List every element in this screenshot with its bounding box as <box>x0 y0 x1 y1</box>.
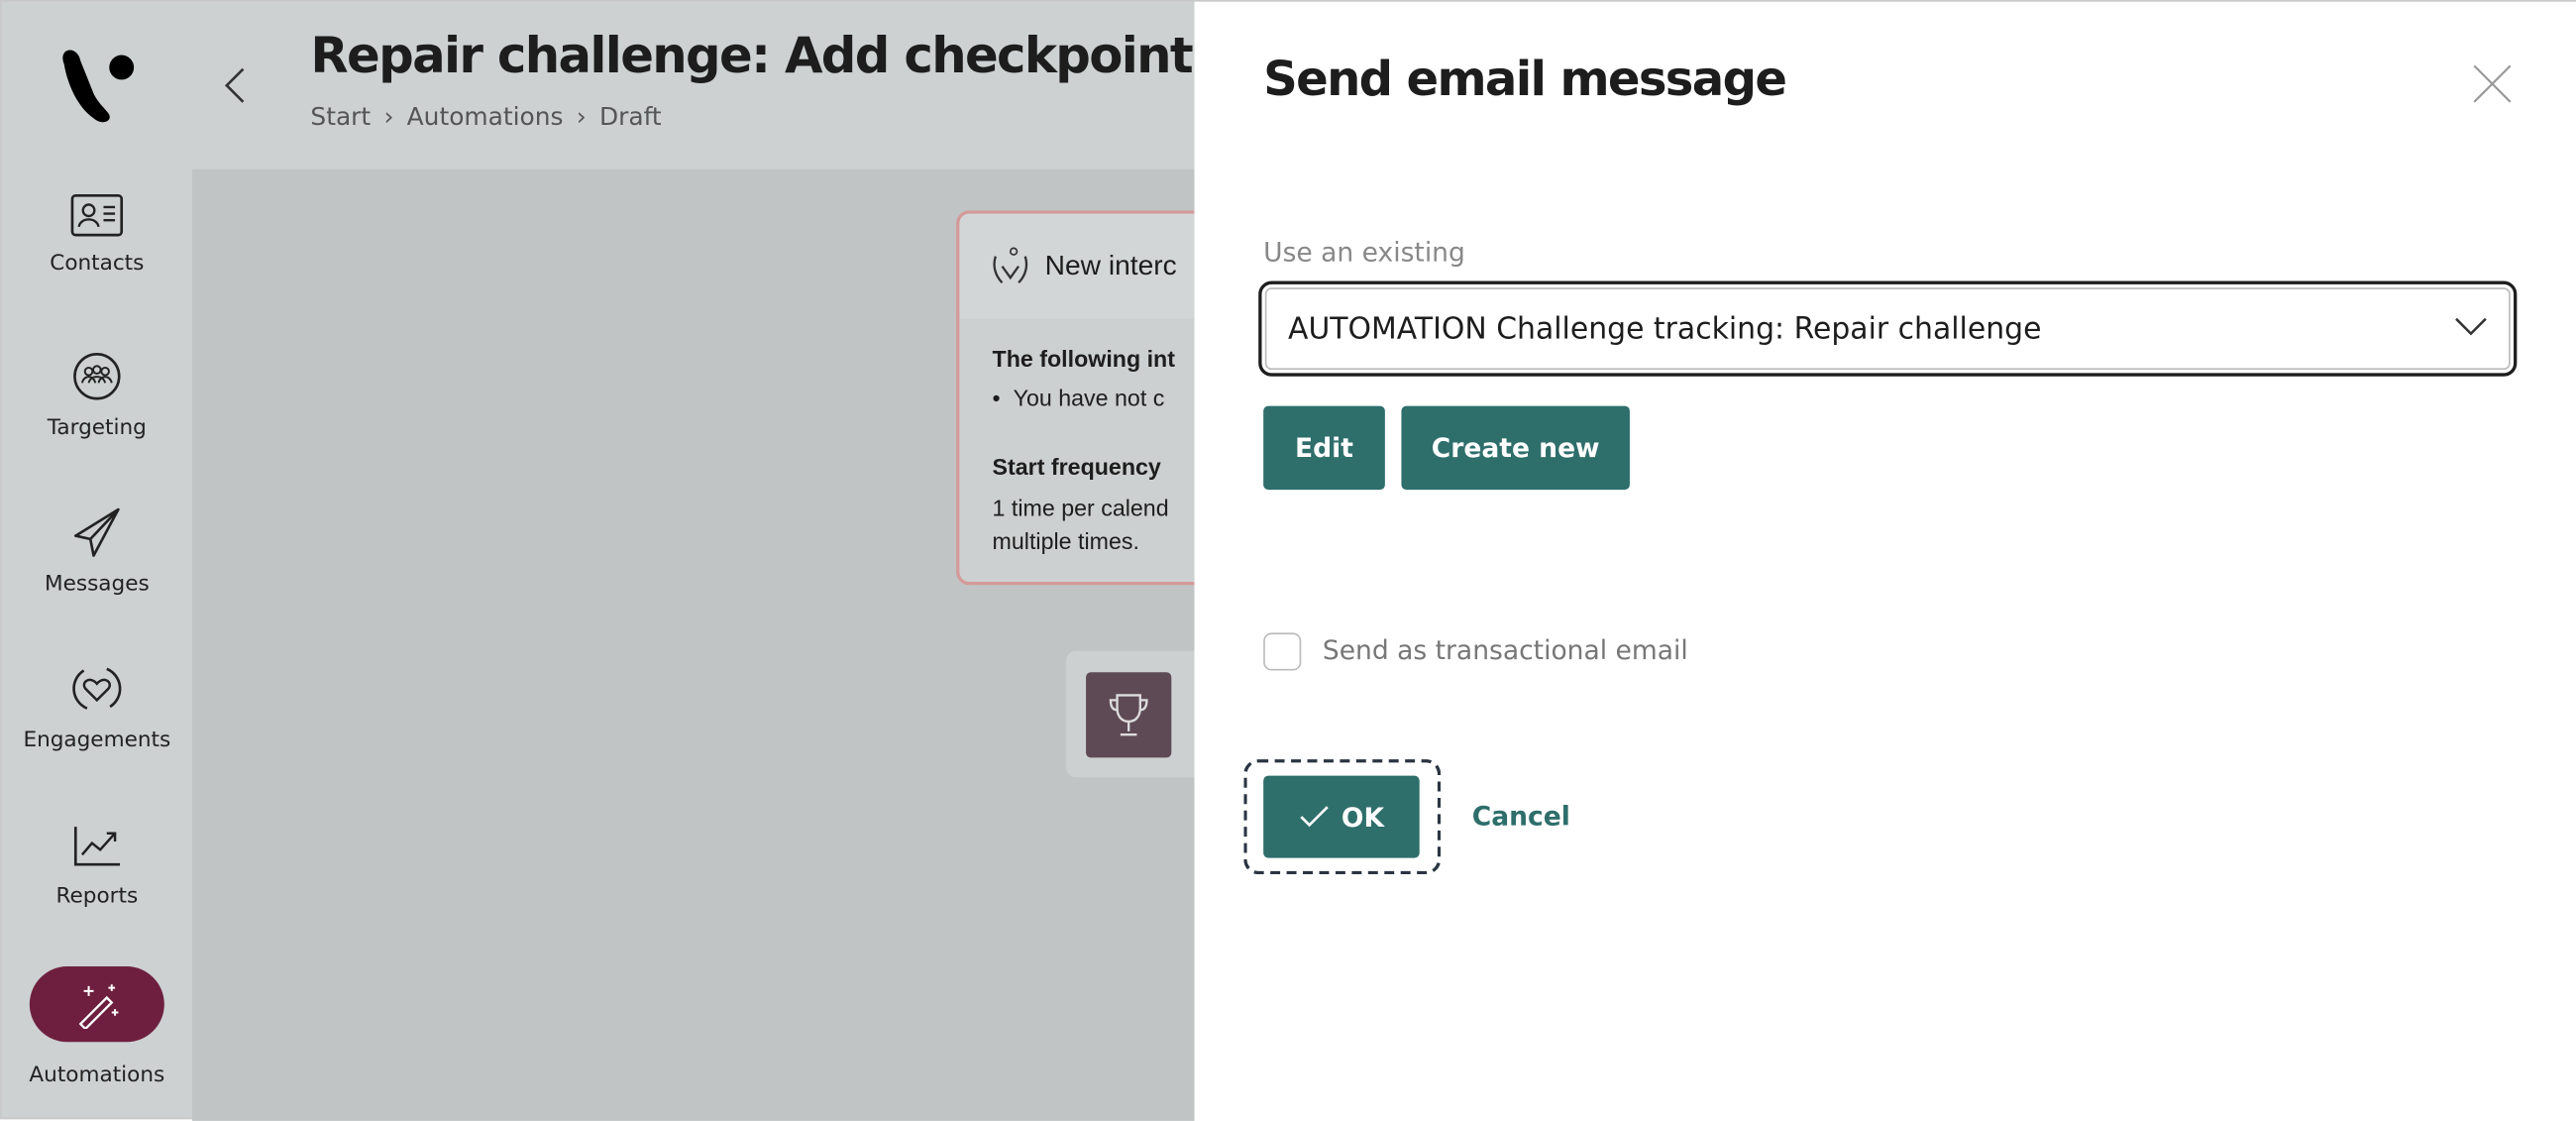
create-new-button[interactable]: Create new <box>1401 405 1630 491</box>
card-frequency-label: Start frequency <box>992 453 1161 481</box>
card-text: The following int <box>992 345 1175 372</box>
edit-button[interactable]: Edit <box>1263 405 1385 491</box>
hands-heart-icon <box>993 247 1028 284</box>
paper-plane-icon <box>73 507 120 557</box>
sidebar-item-reports[interactable]: Reports <box>2 822 192 909</box>
card-bullet: You have not c <box>1013 385 1165 411</box>
trophy-icon <box>1109 694 1148 736</box>
sidebar-item-engagements[interactable]: Engagements <box>2 662 192 752</box>
sidebar-item-label: Reports <box>55 884 139 909</box>
breadcrumb-automations[interactable]: Automations <box>406 101 564 132</box>
sidebar-item-label: Engagements <box>23 728 171 753</box>
existing-email-select[interactable]: AUTOMATION Challenge tracking: Repair ch… <box>1258 280 2518 377</box>
sidebar-item-label: Contacts <box>50 251 145 277</box>
sidebar-item-label: Automations <box>29 1063 165 1088</box>
card-title: New interc <box>1044 250 1177 281</box>
back-chevron-icon[interactable] <box>222 67 249 103</box>
card-frequency-text: multiple times. <box>992 527 1139 554</box>
card-frequency-text: 1 time per calend <box>992 495 1169 521</box>
page-title: Repair challenge: Add checkpoint <box>310 28 1193 86</box>
focus-ring <box>1243 759 1442 875</box>
select-label: Use an existing <box>1263 236 1465 269</box>
chevron-down-icon <box>2455 317 2487 336</box>
breadcrumb-separator-icon: › <box>383 101 394 132</box>
contact-card-icon <box>70 193 124 237</box>
ok-button[interactable]: OK <box>1263 775 1420 858</box>
sidebar-item-label: Messages <box>44 572 150 597</box>
transactional-checkbox-label[interactable]: Send as transactional email <box>1322 634 1688 666</box>
sidebar-item-targeting[interactable]: Targeting <box>2 350 192 440</box>
group-icon <box>73 353 121 400</box>
heart-cycle-icon <box>72 667 122 710</box>
trigger-card[interactable]: New interc The following int • You have … <box>956 210 1195 586</box>
select-value: AUTOMATION Challenge tracking: Repair ch… <box>1288 311 2042 347</box>
chart-trend-icon <box>73 827 121 866</box>
checkpoint-node[interactable] <box>1066 650 1195 778</box>
sidebar-item-label: Targeting <box>47 415 147 441</box>
check-icon <box>1299 806 1328 828</box>
close-icon[interactable] <box>2473 64 2513 104</box>
breadcrumb: Start › Automations › Draft <box>310 102 661 132</box>
magic-wand-icon <box>78 984 119 1030</box>
panel-title: Send email message <box>1263 51 1787 107</box>
brand-logo[interactable] <box>54 45 137 124</box>
breadcrumb-start[interactable]: Start <box>310 101 372 132</box>
sidebar-item-messages[interactable]: Messages <box>2 506 192 597</box>
cancel-link[interactable]: Cancel <box>1471 800 1570 833</box>
breadcrumb-draft: Draft <box>598 101 662 132</box>
breadcrumb-separator-icon: › <box>576 101 587 132</box>
transactional-checkbox[interactable] <box>1263 632 1302 671</box>
sidebar-item-contacts[interactable]: Contacts <box>2 192 192 277</box>
ok-label: OK <box>1341 801 1385 833</box>
sidebar-item-automations[interactable]: Automations <box>2 966 192 1088</box>
send-email-panel: Send email message Use an existing AUTOM… <box>1194 1 2576 1121</box>
